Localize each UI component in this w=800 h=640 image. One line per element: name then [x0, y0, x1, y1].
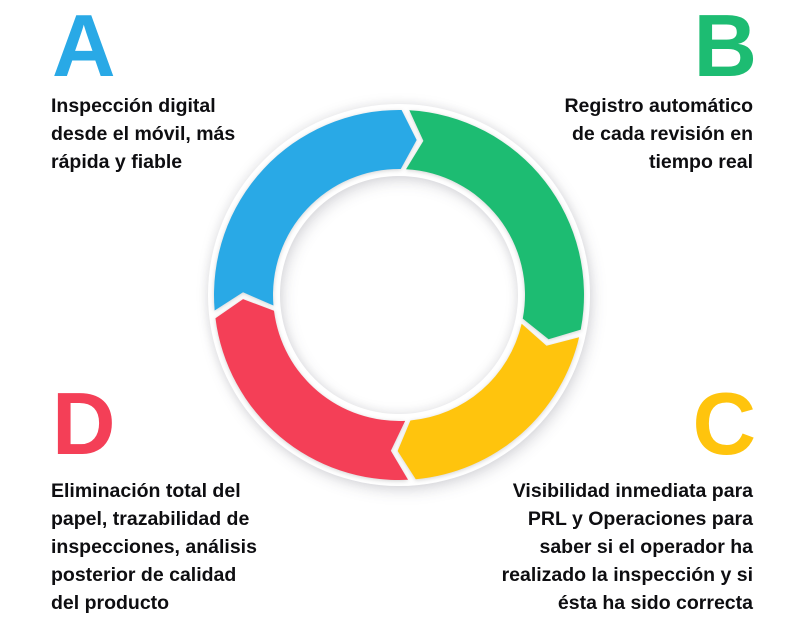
step-letter-a: A [52, 0, 116, 95]
segment-arrow-c [397, 323, 580, 480]
step-text-c: Visibilidad inmediata para PRL y Operaci… [501, 480, 753, 614]
segment-arrow-b [406, 110, 584, 340]
segment-arrow-d [215, 299, 409, 481]
step-text-a: Inspección digital desde el móvil, más r… [51, 95, 236, 173]
segment-arrow-a [214, 110, 417, 311]
step-letter-d: D [52, 374, 116, 473]
ring-segments [214, 110, 584, 481]
step-letter-b: B [693, 0, 757, 95]
step-letter-c: C [692, 374, 756, 473]
step-text-d: Eliminación total del papel, trazabilida… [51, 480, 257, 614]
step-text-b: Registro automático de cada revisión en … [564, 95, 753, 173]
